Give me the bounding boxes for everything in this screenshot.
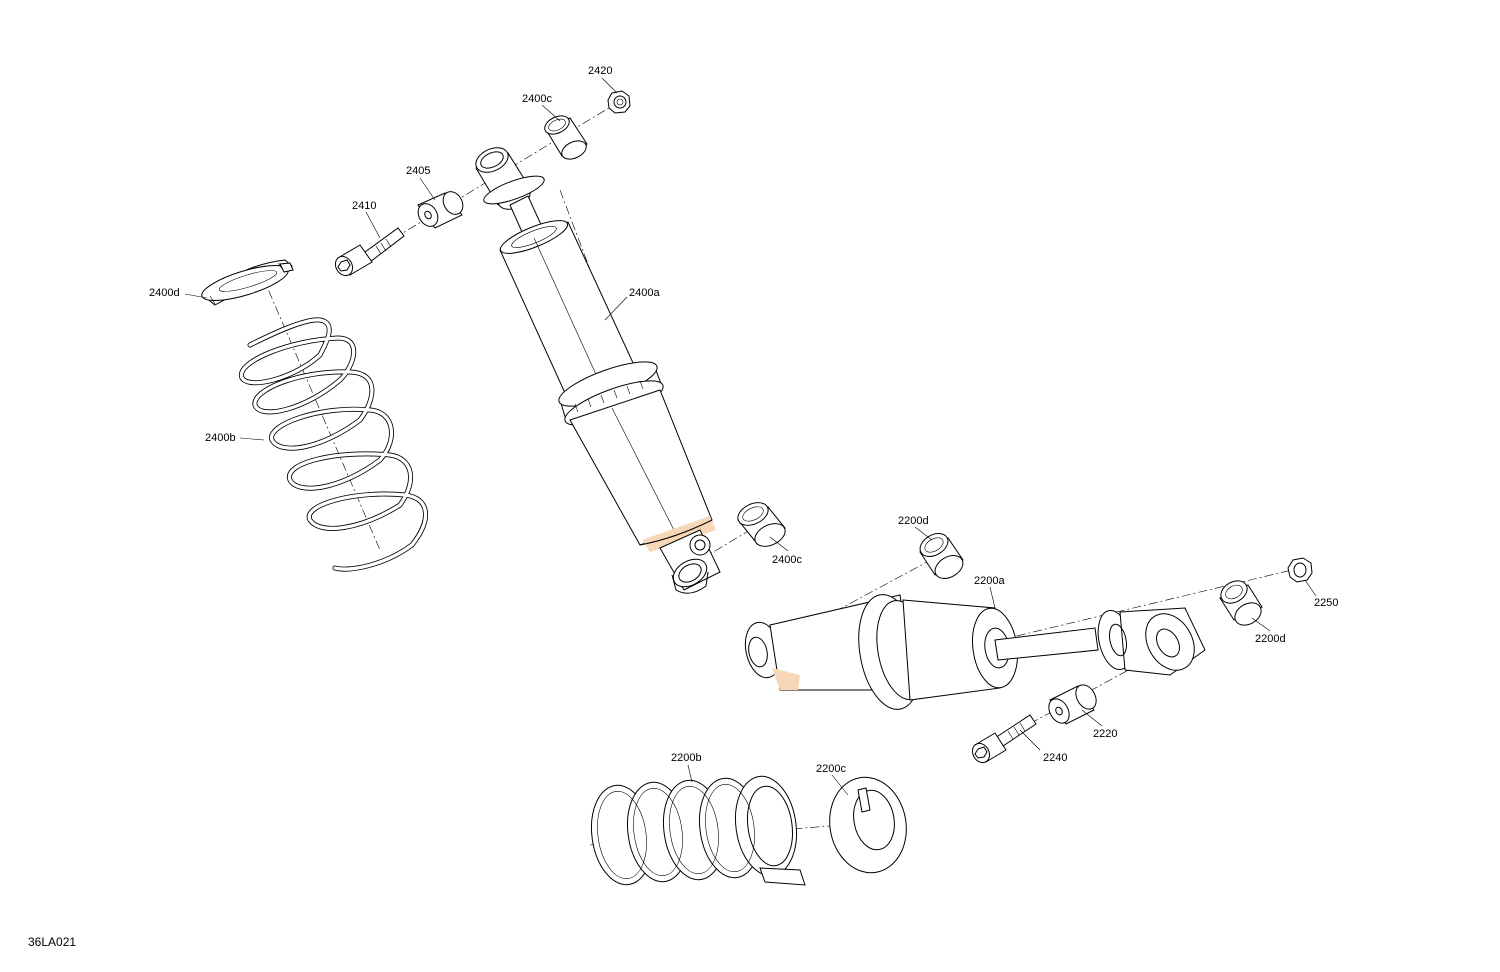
- diagram-id: 36LA021: [28, 935, 76, 949]
- callout-2200b: 2200b: [671, 752, 702, 764]
- callout-2400c-top: 2400c: [522, 93, 552, 105]
- bushing-2200d-right: [1219, 580, 1263, 626]
- shock-absorber-2200a: [744, 594, 1206, 710]
- callout-2200d-top: 2200d: [898, 515, 929, 527]
- nut-2250: [1287, 557, 1313, 583]
- bushing-2200d-top: [919, 533, 964, 579]
- callout-2200a: 2200a: [974, 575, 1005, 587]
- spring-seat-2400d: [201, 259, 294, 306]
- shock-absorber-2400a: [475, 147, 721, 594]
- bushing-2400c-top: [544, 115, 588, 160]
- spacer-2220: [1048, 684, 1097, 725]
- callout-2410: 2410: [352, 200, 376, 212]
- bolt-2240: [971, 714, 1037, 764]
- callout-2405: 2405: [406, 165, 430, 177]
- spacer-2405: [417, 191, 464, 229]
- bushing-2400c-bottom: [737, 502, 786, 547]
- leader-lines: [184, 77, 1317, 796]
- callout-2200d-right: 2200d: [1255, 633, 1286, 645]
- callout-2420: 2420: [588, 65, 612, 77]
- callout-2220: 2220: [1093, 728, 1117, 740]
- callout-2400d: 2400d: [149, 287, 180, 299]
- callout-2400c-bottom: 2400c: [772, 554, 802, 566]
- callout-labels: 2420 2400c 2405 2410 2400d 2400a 2400b 2…: [149, 65, 1338, 775]
- split-seat-2200c: [829, 776, 907, 874]
- callout-2240: 2240: [1043, 752, 1067, 764]
- bolt-2410: [334, 227, 405, 277]
- callout-2400b: 2400b: [205, 432, 236, 444]
- callout-2400a: 2400a: [629, 287, 660, 299]
- callout-2200c: 2200c: [816, 763, 846, 775]
- callout-2250: 2250: [1314, 597, 1338, 609]
- nut-2420: [607, 90, 631, 114]
- coil-spring-2400b: [239, 317, 429, 572]
- coil-spring-2200b: [590, 775, 806, 886]
